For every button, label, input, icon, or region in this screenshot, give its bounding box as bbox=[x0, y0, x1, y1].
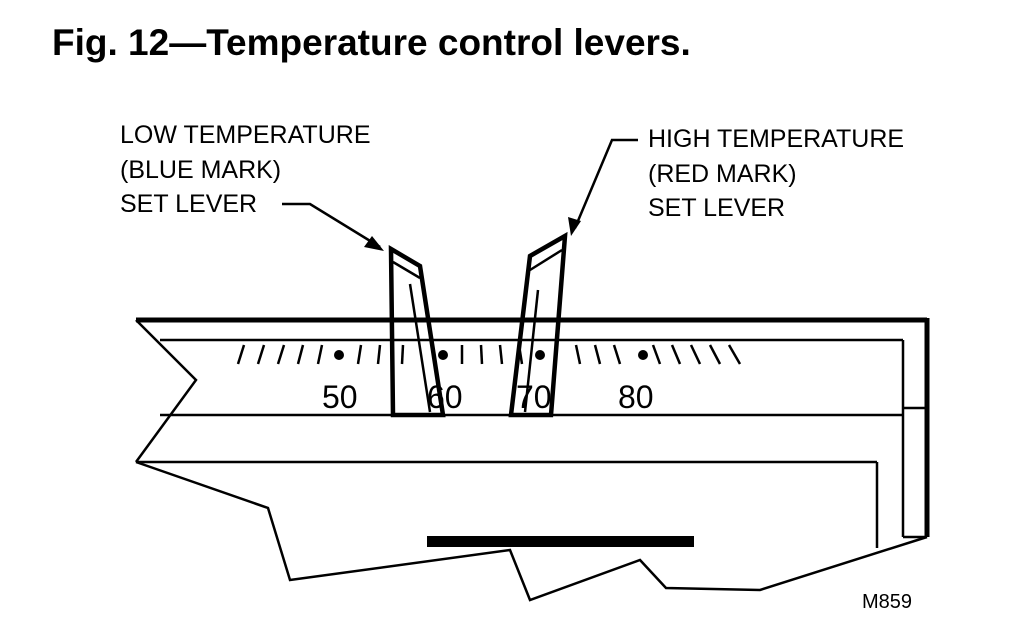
scale-number-70: 70 bbox=[516, 379, 552, 415]
scale-number-60: 60 bbox=[427, 379, 463, 415]
low-lever-label-line-1: LOW TEMPERATURE bbox=[120, 121, 371, 149]
high-lever-label-line-1: HIGH TEMPERATURE bbox=[648, 125, 904, 153]
scale-numbers: 50 60 70 80 bbox=[322, 379, 654, 415]
high-lever-callout: HIGH TEMPERATURE (RED MARK) SET LEVER bbox=[648, 125, 904, 222]
high-lever-label-line-2: (RED MARK) bbox=[648, 160, 797, 188]
scale-dots bbox=[334, 350, 648, 360]
high-lever-leader-arrow bbox=[568, 138, 638, 236]
scale-number-50: 50 bbox=[322, 379, 358, 415]
low-lever-label-line-2: (BLUE MARK) bbox=[120, 156, 281, 184]
scale-number-80: 80 bbox=[618, 379, 654, 415]
low-temperature-set-lever[interactable] bbox=[388, 245, 446, 418]
scale-ticks bbox=[236, 344, 742, 365]
high-temperature-set-lever[interactable] bbox=[508, 231, 568, 418]
slot-bar bbox=[427, 536, 694, 547]
figure-title: Fig. 12—Temperature control levers. bbox=[52, 22, 691, 63]
thermostat-housing bbox=[134, 317, 930, 602]
low-lever-label-line-3: SET LEVER bbox=[120, 190, 257, 218]
low-lever-leader-arrow bbox=[282, 202, 384, 251]
low-lever-callout: LOW TEMPERATURE (BLUE MARK) SET LEVER bbox=[120, 121, 371, 218]
high-lever-label-line-3: SET LEVER bbox=[648, 194, 785, 222]
figure-code: M859 bbox=[862, 591, 912, 613]
